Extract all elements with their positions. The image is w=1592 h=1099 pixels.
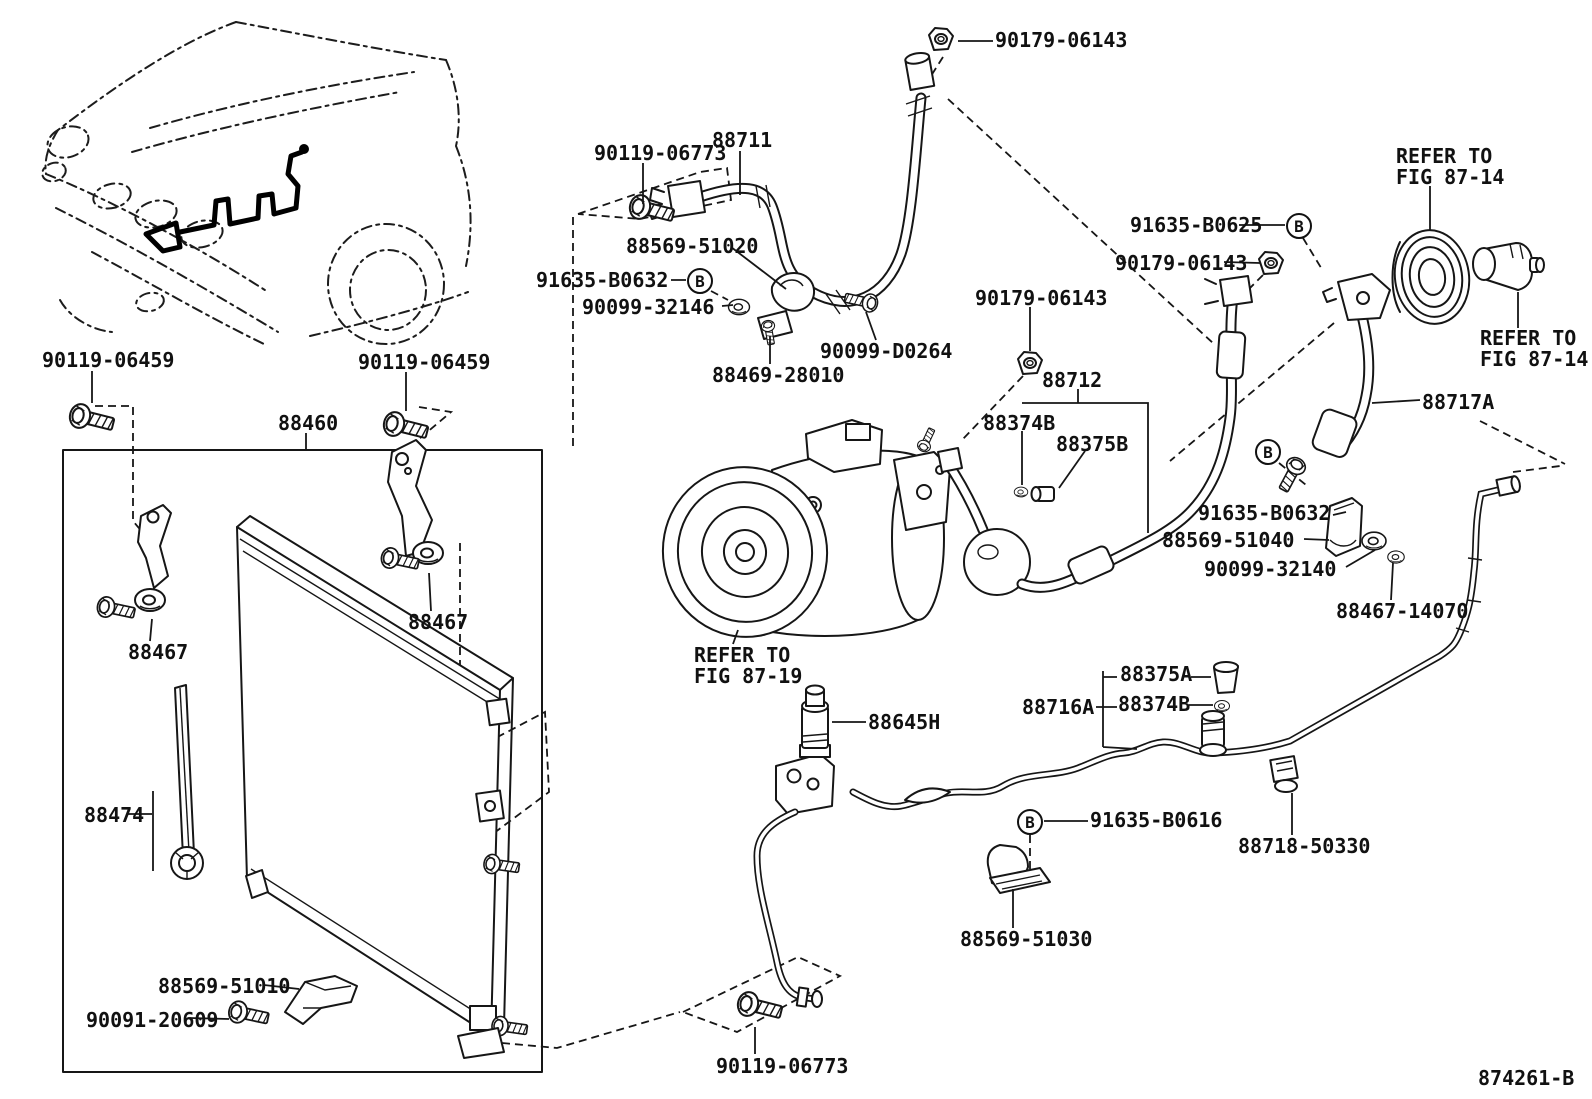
part-label-90119-06773-bottom: 90119-06773 xyxy=(716,1054,849,1078)
fastener-callout-B-3: B xyxy=(1255,439,1281,465)
fastener-callout-B-4: B xyxy=(1017,809,1043,835)
part-label-88717A: 88717A xyxy=(1422,390,1495,414)
part-label-90119-06773-top: 90119-06773 xyxy=(594,141,727,165)
part-label-88467-right: 88467 xyxy=(408,610,469,634)
car-front-sketch xyxy=(41,21,472,345)
part-label-88467-14070: 88467-14070 xyxy=(1336,599,1469,623)
part-label-91635-B0616: 91635-B0616 xyxy=(1090,808,1223,832)
pipe-88717A xyxy=(1311,273,1391,458)
label-leader-lines xyxy=(91,40,1519,1054)
part-label-90119-06459-right: 90119-06459 xyxy=(358,350,491,374)
part-label-91635-B0632-right: 91635-B0632 xyxy=(1198,501,1331,525)
ac-piping-highlight xyxy=(143,144,309,254)
part-label-88712: 88712 xyxy=(1042,368,1103,392)
part-label-88374B-lower: 88374B xyxy=(1118,692,1191,716)
condenser-assembly-drawing xyxy=(62,439,543,1073)
fastener-callout-B-2: B xyxy=(1286,213,1312,239)
part-label-88569-51040: 88569-51040 xyxy=(1162,528,1295,552)
part-label-refer-fig-87-14-bottom: REFER TO FIG 87-14 xyxy=(1480,326,1589,371)
pipe-clamp-88718-50330 xyxy=(1269,755,1299,793)
part-label-refer-fig-87-19: REFER TO FIG 87-19 xyxy=(694,643,803,688)
part-label-88467-left: 88467 xyxy=(128,640,189,664)
liquid-line-88716A xyxy=(734,475,1521,1025)
part-label-90091-20609: 90091-20609 xyxy=(86,1008,219,1032)
part-label-88569-51030: 88569-51030 xyxy=(960,927,1093,951)
part-label-90179-06143-mid: 90179-06143 xyxy=(975,286,1108,310)
part-label-refer-fig-87-14-top: REFER TO FIG 87-14 xyxy=(1396,144,1505,189)
suction-hose-88712 xyxy=(937,275,1253,596)
part-label-88645H: 88645H xyxy=(868,710,941,734)
pressure-switch-88645H xyxy=(799,684,831,758)
part-label-90179-06143-right: 90179-06143 xyxy=(1115,251,1248,275)
part-label-90099-D0264: 90099-D0264 xyxy=(820,339,953,363)
part-label-90099-32140: 90099-32140 xyxy=(1204,557,1337,581)
part-label-91635-B0632-left: 91635-B0632 xyxy=(536,268,669,292)
figure-code: 874261-B xyxy=(1478,1066,1575,1090)
discharge-hose-88711 xyxy=(626,27,954,347)
part-label-88375B: 88375B xyxy=(1056,432,1129,456)
part-label-90119-06459-left: 90119-06459 xyxy=(42,348,175,372)
fastener-callout-B-1: B xyxy=(687,268,713,294)
part-label-88374B-upper: 88374B xyxy=(983,411,1056,435)
part-label-91635-B0625: 91635-B0625 xyxy=(1130,213,1263,237)
part-label-88718-50330: 88718-50330 xyxy=(1238,834,1371,858)
magnet-clutch-pulley xyxy=(1258,229,1545,325)
pipe-bracket-88569-51040 xyxy=(1273,453,1405,564)
part-label-88716A: 88716A xyxy=(1022,695,1095,719)
part-label-88375A: 88375A xyxy=(1120,662,1193,686)
part-label-88569-51010: 88569-51010 xyxy=(158,974,291,998)
pipe-clamp-88569-51030 xyxy=(986,844,1051,894)
part-label-88460: 88460 xyxy=(278,411,339,435)
part-label-88569-51020: 88569-51020 xyxy=(626,234,759,258)
assembly-dashed-lines xyxy=(95,56,1566,1049)
part-label-90179-06143-top: 90179-06143 xyxy=(995,28,1128,52)
part-label-88469-28010: 88469-28010 xyxy=(712,363,845,387)
part-label-88474: 88474 xyxy=(84,803,145,827)
part-label-88711: 88711 xyxy=(712,128,773,152)
part-label-90099-32146: 90099-32146 xyxy=(582,295,715,319)
compressor-drawing xyxy=(661,419,951,638)
